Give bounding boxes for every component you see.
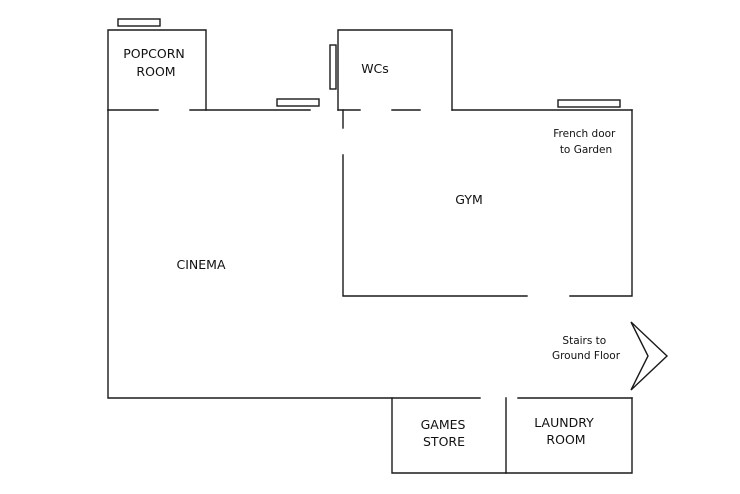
wcs-room [329, 29, 453, 111]
french-door-note: French door to Garden [553, 128, 618, 156]
cinema-window [276, 98, 320, 107]
cinema-top-wall [107, 98, 320, 111]
popcorn-room [107, 18, 207, 111]
cinema-label: CINEMA [177, 257, 226, 272]
wcs-window [329, 44, 337, 90]
gym-label: GYM [455, 192, 482, 207]
popcorn-room-label: POPCORN ROOM [123, 46, 189, 79]
gym-room [342, 109, 633, 297]
stairs-arrow [630, 321, 669, 391]
gym-top-wall [451, 99, 633, 111]
stairs-note: Stairs to Ground Floor [552, 335, 621, 362]
games-store-room [391, 397, 507, 474]
games-store-label: GAMES STORE [421, 417, 470, 449]
french-door-window [557, 99, 621, 108]
wcs-label: WCs [361, 61, 389, 76]
laundry-room-label: LAUNDRY ROOM [534, 415, 597, 447]
cinema-room [107, 109, 633, 399]
popcorn-room-window [117, 18, 161, 27]
laundry-room [505, 397, 633, 474]
